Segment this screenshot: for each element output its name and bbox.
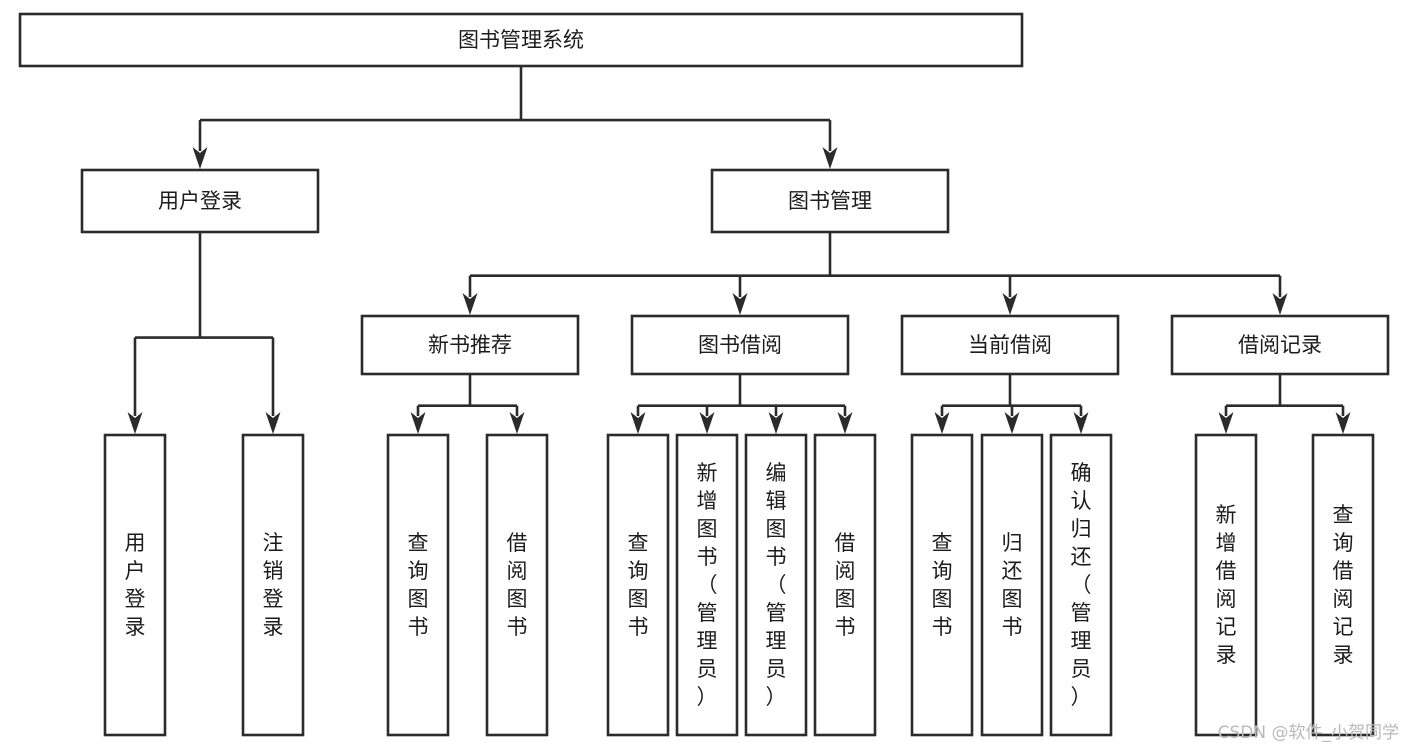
- node-leaf-add-record[interactable]: 新增借阅记录: [1194, 433, 1258, 737]
- arrow-head-icon: [509, 412, 525, 434]
- arrow-head-icon: [630, 412, 646, 434]
- node-box-leaf-query-book-3[interactable]: [910, 433, 974, 737]
- node-box-new-book-recommend[interactable]: [360, 314, 580, 376]
- node-leaf-edit-book[interactable]: 编辑图书（管理员）: [744, 433, 808, 737]
- node-box-leaf-user-login[interactable]: [103, 433, 167, 737]
- node-label-leaf-add-book: 新增图书（管理员）: [697, 461, 718, 709]
- node-leaf-add-book[interactable]: 新增图书（管理员）: [675, 433, 739, 737]
- node-label-leaf-confirm-return: 确认归还（管理员）: [1071, 461, 1092, 709]
- node-label-new-book-recommend: 新书推荐: [428, 333, 512, 357]
- arrow-head-icon: [192, 147, 208, 169]
- node-box-leaf-borrow-book-1[interactable]: [485, 433, 549, 737]
- arrow-head-icon: [1073, 412, 1089, 434]
- node-leaf-borrow-book-1[interactable]: 借阅图书: [485, 433, 549, 737]
- edge-group-borrow-record: [1218, 374, 1351, 434]
- node-box-leaf-edit-book[interactable]: [744, 433, 808, 737]
- node-box-book-borrow[interactable]: [630, 314, 850, 376]
- edge-group-new-book-recommend: [410, 374, 525, 434]
- edge-group-book-manage: [462, 232, 1288, 315]
- arrow-head-icon: [410, 412, 426, 434]
- node-box-user-login[interactable]: [80, 168, 320, 234]
- node-box-leaf-query-book-1[interactable]: [386, 433, 450, 737]
- node-label-current-borrow: 当前借阅: [968, 333, 1052, 357]
- node-box-leaf-return-book[interactable]: [980, 433, 1044, 737]
- edge-group-user-login: [127, 232, 281, 434]
- node-label-leaf-borrow-book-2: 借阅图书: [835, 531, 856, 639]
- node-label-leaf-query-record: 查询借阅记录: [1333, 503, 1354, 667]
- arrow-head-icon: [265, 412, 281, 434]
- arrow-head-icon: [1335, 412, 1351, 434]
- node-leaf-query-record[interactable]: 查询借阅记录: [1311, 433, 1375, 737]
- node-book-borrow[interactable]: 图书借阅: [630, 314, 850, 376]
- node-label-leaf-query-book-1: 查询图书: [408, 531, 429, 639]
- node-label-leaf-add-record: 新增借阅记录: [1216, 503, 1237, 667]
- arrow-head-icon: [768, 412, 784, 434]
- node-leaf-user-login[interactable]: 用户登录: [103, 433, 167, 737]
- node-box-leaf-user-logout[interactable]: [241, 433, 305, 737]
- node-leaf-borrow-book-2[interactable]: 借阅图书: [813, 433, 877, 737]
- node-leaf-query-book-1[interactable]: 查询图书: [386, 433, 450, 737]
- arrow-head-icon: [1004, 412, 1020, 434]
- node-label-root: 图书管理系统: [458, 28, 584, 52]
- arrow-head-icon: [822, 147, 838, 169]
- node-label-leaf-user-logout: 注销登录: [263, 531, 284, 639]
- node-label-leaf-borrow-book-1: 借阅图书: [507, 531, 528, 639]
- node-box-book-manage[interactable]: [710, 168, 950, 234]
- node-user-login[interactable]: 用户登录: [80, 168, 320, 234]
- arrow-head-icon: [699, 412, 715, 434]
- node-leaf-confirm-return[interactable]: 确认归还（管理员）: [1049, 433, 1113, 737]
- edge-group-root: [192, 66, 838, 169]
- watermark-label: CSDN @软件_小贺同学: [1217, 723, 1399, 743]
- node-new-book-recommend[interactable]: 新书推荐: [360, 314, 580, 376]
- node-leaf-return-book[interactable]: 归还图书: [980, 433, 1044, 737]
- node-box-leaf-query-book-2[interactable]: [606, 433, 670, 737]
- node-leaf-user-logout[interactable]: 注销登录: [241, 433, 305, 737]
- arrow-head-icon: [462, 293, 478, 315]
- node-box-leaf-add-record[interactable]: [1194, 433, 1258, 737]
- node-label-leaf-return-book: 归还图书: [1002, 531, 1023, 639]
- node-box-root[interactable]: [18, 12, 1024, 68]
- node-root[interactable]: 图书管理系统: [18, 12, 1024, 68]
- node-book-manage[interactable]: 图书管理: [710, 168, 950, 234]
- node-label-user-login: 用户登录: [158, 189, 242, 213]
- node-label-leaf-user-login: 用户登录: [125, 531, 146, 639]
- arrow-head-icon: [732, 293, 748, 315]
- arrow-head-icon: [127, 412, 143, 434]
- node-box-leaf-query-record[interactable]: [1311, 433, 1375, 737]
- node-box-leaf-borrow-book-2[interactable]: [813, 433, 877, 737]
- edge-layer: [127, 66, 1351, 434]
- node-layer: 图书管理系统用户登录图书管理新书推荐图书借阅当前借阅借阅记录用户登录注销登录查询…: [18, 12, 1390, 737]
- arrow-head-icon: [1272, 293, 1288, 315]
- node-box-leaf-confirm-return[interactable]: [1049, 433, 1113, 737]
- node-leaf-query-book-2[interactable]: 查询图书: [606, 433, 670, 737]
- node-label-leaf-edit-book: 编辑图书（管理员）: [766, 461, 787, 709]
- node-leaf-query-book-3[interactable]: 查询图书: [910, 433, 974, 737]
- arrow-head-icon: [1002, 293, 1018, 315]
- node-label-book-manage: 图书管理: [788, 189, 872, 213]
- node-borrow-record[interactable]: 借阅记录: [1170, 314, 1390, 376]
- node-box-borrow-record[interactable]: [1170, 314, 1390, 376]
- node-label-book-borrow: 图书借阅: [698, 333, 782, 357]
- node-box-current-borrow[interactable]: [900, 314, 1120, 376]
- node-current-borrow[interactable]: 当前借阅: [900, 314, 1120, 376]
- arrow-head-icon: [1218, 412, 1234, 434]
- node-label-leaf-query-book-2: 查询图书: [628, 531, 649, 639]
- node-label-borrow-record: 借阅记录: [1238, 333, 1322, 357]
- edge-group-book-borrow: [630, 374, 853, 434]
- node-label-leaf-query-book-3: 查询图书: [932, 531, 953, 639]
- edge-group-current-borrow: [934, 374, 1089, 434]
- node-box-leaf-add-book[interactable]: [675, 433, 739, 737]
- arrow-head-icon: [837, 412, 853, 434]
- arrow-head-icon: [934, 412, 950, 434]
